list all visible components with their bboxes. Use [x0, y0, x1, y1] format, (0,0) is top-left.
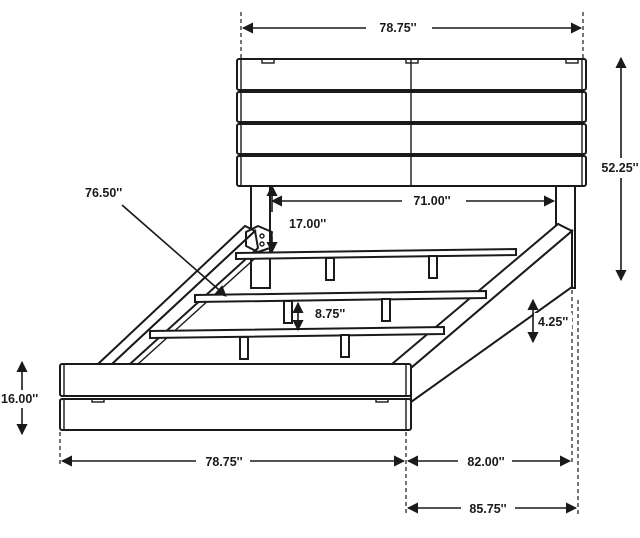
- inner-width-label: 71.00'': [413, 194, 450, 208]
- footboard: [59, 363, 412, 431]
- rail-length-label: 82.00'': [467, 455, 504, 469]
- slat-middle: [194, 289, 487, 324]
- overall-length-label: 85.75'': [469, 502, 506, 516]
- footboard-width-label: 78.75'': [205, 455, 242, 469]
- headboard-panel-1: [236, 58, 587, 91]
- slat-back: [235, 247, 517, 281]
- headboard-panel-3: [236, 123, 587, 155]
- headboard-panel-4: [236, 155, 587, 187]
- headboard-height-label: 52.25'': [601, 161, 638, 175]
- bed-frame: [59, 222, 574, 431]
- footboard-height-label: 16.00'': [1, 392, 38, 406]
- headboard: [236, 58, 587, 289]
- diagonal-label: 76.50'': [85, 186, 122, 200]
- slat-front: [149, 325, 445, 360]
- dimension-labels: 78.75'' 52.25'' 71.00'' 17.00'' 76.50'' …: [0, 18, 640, 517]
- left-side-rail: [95, 224, 263, 365]
- rail-height-label: 4.25'': [538, 315, 568, 329]
- diagonal-arrow: [121, 204, 227, 297]
- clearance-label: 17.00'': [289, 217, 326, 231]
- headboard-width-label: 78.75'': [379, 21, 416, 35]
- headboard-panel-2: [236, 91, 587, 123]
- slat-gap-label: 8.75'': [315, 307, 345, 321]
